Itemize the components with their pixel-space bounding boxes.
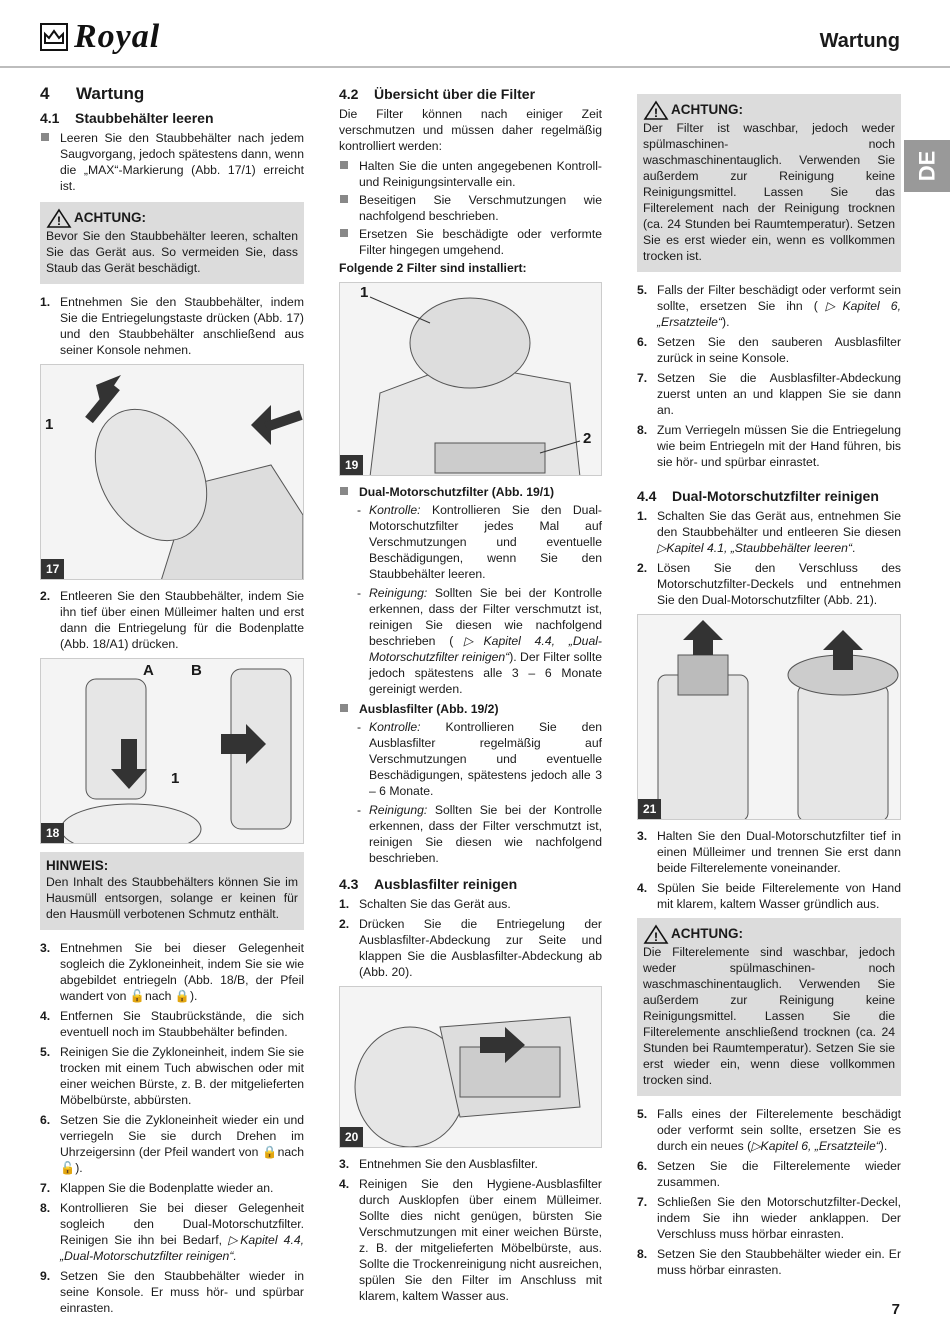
page-title: Wartung (819, 30, 900, 52)
dash-item: Reinigung: Sollten Sie bei der Kontrolle… (339, 585, 602, 697)
dash-item: Kontrolle: Kontrollieren Sie den Ausblas… (339, 719, 602, 799)
warning-box: !ACHTUNG: Die Filterelemente sind waschb… (637, 918, 901, 1096)
list-item: 1.Schalten Sie das Gerät aus. (339, 897, 511, 911)
page-number: 7 (891, 1301, 900, 1318)
bullet-item: Leeren Sie den Staubbehälter nach jedem … (40, 130, 304, 194)
list-item: 1.Schalten Sie das Gerät aus, entnehmen … (637, 509, 901, 555)
list-item: 4.Spülen Sie beide Filterelemente von Ha… (637, 881, 901, 911)
list-item: 6.Setzen Sie die Filterelemente wieder z… (637, 1159, 901, 1189)
warning-icon: ! (643, 924, 669, 944)
list-item: 6.Setzen Sie die Zykloneinheit wieder ei… (40, 1113, 305, 1175)
list-item: 3.Entnehmen Sie den Ausblasfilter. (339, 1157, 538, 1171)
bullet-item: Ausblasfilter (Abb. 19/2) (339, 701, 602, 717)
figure-20: 20 (339, 986, 602, 1148)
crown-icon (40, 23, 68, 51)
list-item: 5.Falls der Filter beschädigt oder verfo… (637, 283, 901, 329)
chapter-link[interactable]: ▷Kapitel 4.4, „Dual-Motorschutzfilter re… (60, 1233, 304, 1263)
svg-text:!: ! (654, 930, 658, 944)
warning-icon: ! (46, 208, 72, 228)
figure-19: 1 2 19 (339, 282, 602, 476)
list-item: 2.Drücken Sie die Entriegelung der Ausbl… (339, 917, 602, 979)
list-item: 4.Entfernen Sie Staubrückstände, die sic… (40, 1009, 304, 1039)
list-item: 3.Entnehmen Sie bei dieser Gelegenheit s… (40, 941, 304, 1003)
list-item: 7.Schließen Sie den Motorschutzfilter-De… (637, 1195, 901, 1241)
list-item: 2.Entleeren Sie den Staubbehälter, indem… (40, 589, 304, 651)
list-item: 8.Kontrollieren Sie bei dieser Gelegenhe… (40, 1201, 304, 1263)
list-item: 5.Reinigen Sie die Zykloneinheit, indem … (40, 1045, 304, 1107)
dash-item: Reinigung: Sollten Sie bei der Kontrolle… (339, 802, 602, 866)
dash-item: Kontrolle: Kontrollieren Sie den Dual-Mo… (339, 502, 602, 582)
language-tab: DE (904, 140, 950, 192)
hint-box: HINWEIS: Den Inhalt des Staubbehälters k… (40, 852, 304, 930)
list-item: 5.Falls eines der Filterelemente beschäd… (637, 1107, 901, 1153)
list-item: 2.Lösen Sie den Verschluss des Motorschu… (637, 561, 901, 607)
chapter-link[interactable]: ▷Kapitel 4.4, „Dual-Motorschutzfilter re… (369, 634, 602, 664)
bullet-item: Halten Sie die unten angegebenen Kontrol… (339, 158, 602, 190)
list-item: 8.Setzen Sie den Staubbehälter wieder ei… (637, 1247, 901, 1277)
chapter-link[interactable]: ▷Kapitel 6, „Ersatzteile“ (657, 299, 901, 329)
lock-open-icon: 🔓 (60, 1161, 76, 1175)
lock-closed-icon: 🔒 (174, 989, 190, 1003)
warning-box: !ACHTUNG: Bevor Sie den Staubbehälter le… (40, 202, 304, 284)
warning-box: !ACHTUNG: Der Filter ist waschbar, jedoc… (637, 94, 901, 272)
chapter-link[interactable]: ▷Kapitel 4.1, „Staubbehälter leeren“ (657, 541, 853, 555)
list-item: 9.Setzen Sie den Staubbehälter wieder in… (40, 1269, 304, 1315)
list-item: 7.Setzen Sie die Ausblasfilter-Abdeckung… (637, 371, 901, 417)
figure-21: 21 (637, 614, 901, 820)
bullet-item: Dual-Motorschutzfilter (Abb. 19/1) (339, 484, 602, 500)
lock-closed-icon: 🔒 (262, 1145, 278, 1159)
figure-18: A B 1 18 (40, 658, 304, 844)
list-item: 8.Zum Verriegeln müssen Sie die Entriege… (637, 423, 901, 469)
list-item: 7.Klappen Sie die Bodenplatte wieder an. (40, 1181, 274, 1195)
list-item: 4.Reinigen Sie den Hygiene-Ausblasfilter… (339, 1177, 602, 1303)
page-header: Royal Wartung (0, 0, 950, 68)
list-item: 3.Halten Sie den Dual-Motorschutzfilter … (637, 829, 901, 875)
figure-17: 1 17 (40, 364, 304, 580)
column-right: !ACHTUNG: Der Filter ist waschbar, jedoc… (637, 94, 901, 1282)
svg-text:!: ! (654, 106, 658, 120)
royal-logo: Royal (40, 20, 160, 54)
bullet-item: Beseitigen Sie Verschmutzungen wie nachf… (339, 192, 602, 224)
chapter-link[interactable]: ▷Kapitel 6, „Ersatzteile“ (751, 1139, 880, 1153)
lock-open-icon: 🔓 (129, 989, 145, 1003)
svg-text:!: ! (57, 214, 61, 228)
list-item: 6.Setzen Sie den sauberen Ausblasfilter … (637, 335, 901, 365)
warning-icon: ! (643, 100, 669, 120)
brand-name: Royal (74, 18, 161, 55)
list-item: 1.Entnehmen Sie den Staubbehälter, indem… (40, 295, 304, 357)
bullet-item: Ersetzen Sie beschädigte oder verformte … (339, 226, 602, 258)
